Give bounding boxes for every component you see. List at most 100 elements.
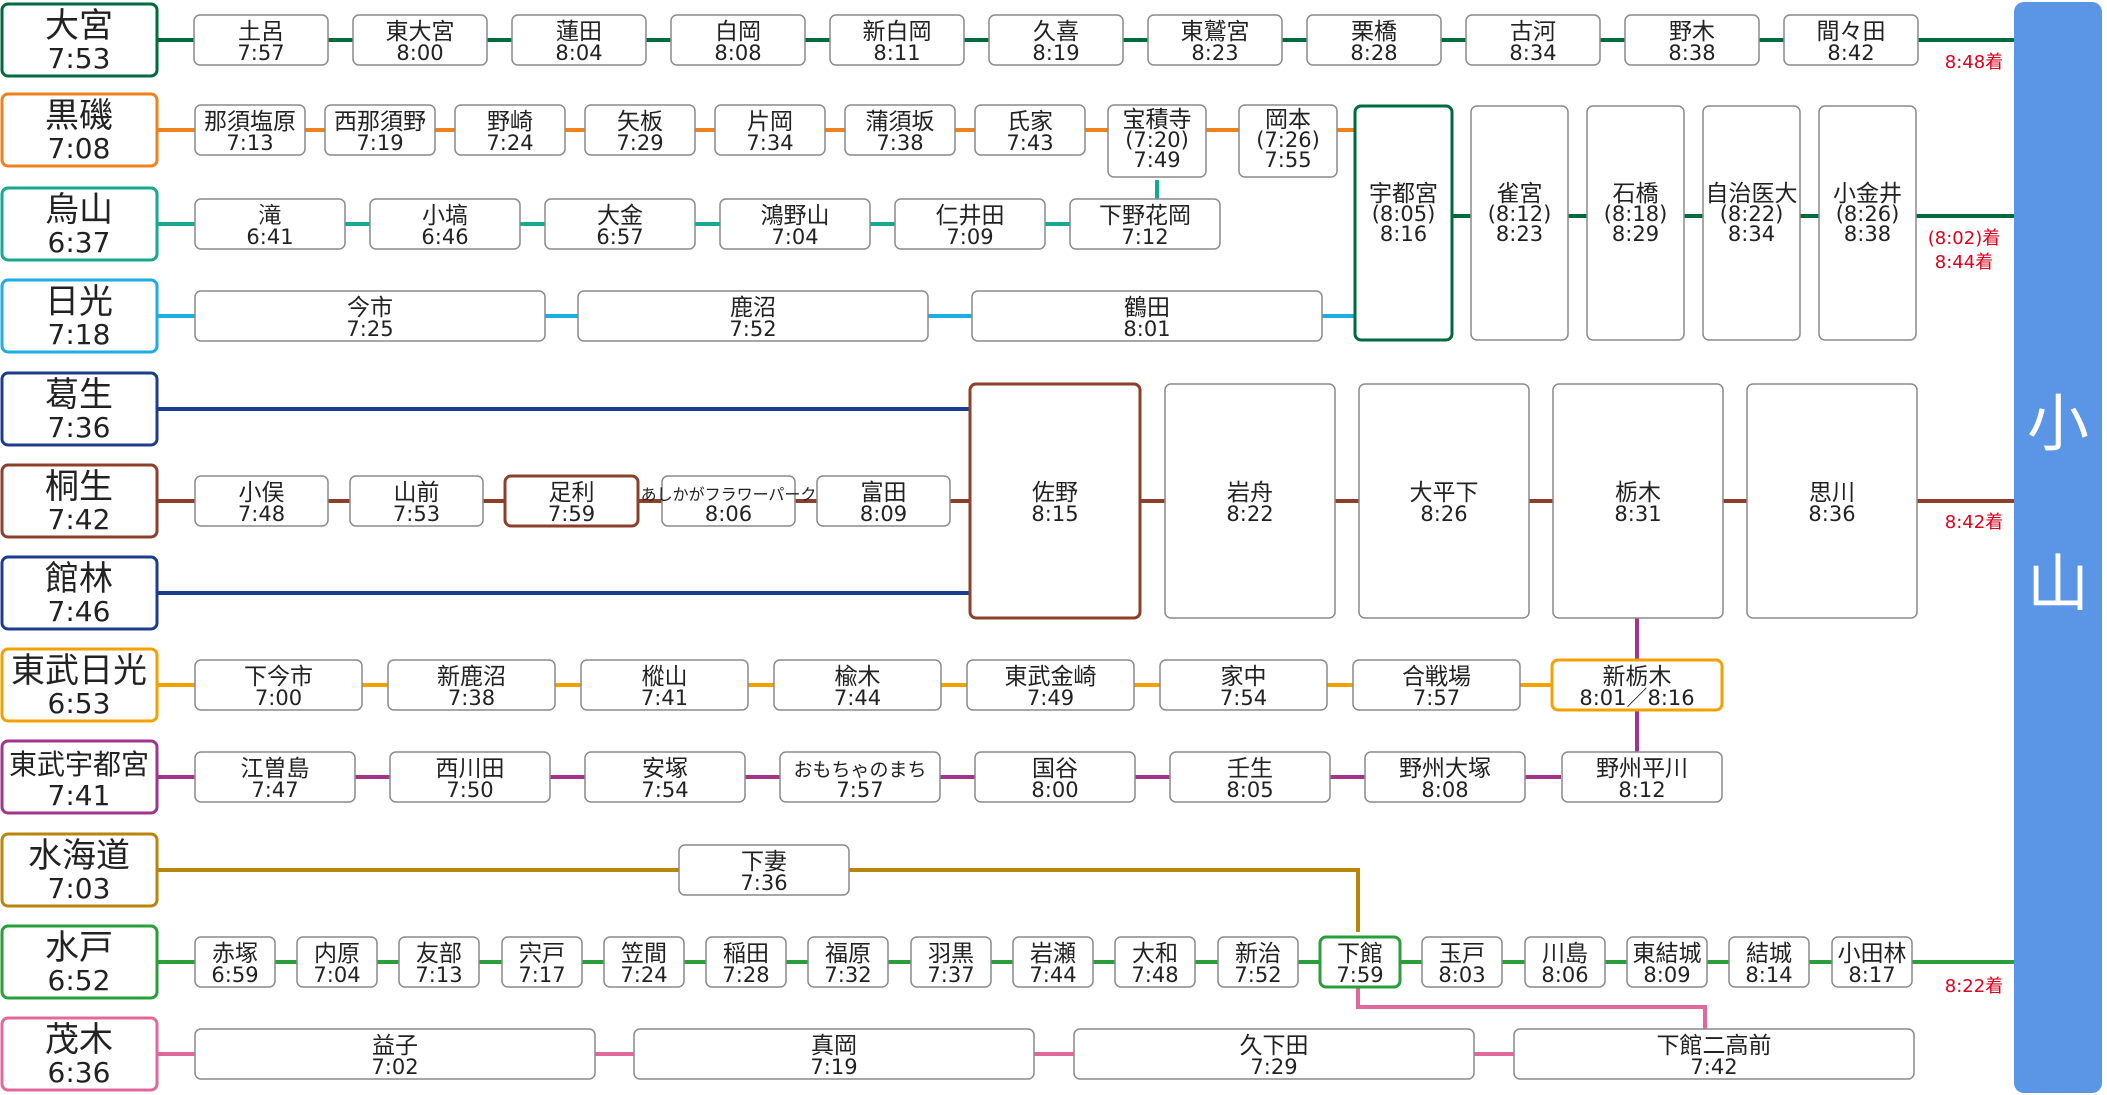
origin-departure-time: 7:41 (48, 779, 111, 812)
station-time: 8:29 (1612, 222, 1659, 246)
origin-box (0, 186, 159, 262)
station-time: 8:00 (396, 41, 443, 65)
station-alt-time: (8:05) (1372, 202, 1436, 226)
station-box (1069, 198, 1221, 250)
station-name: 野木 (1669, 19, 1715, 45)
station-name: 滝 (259, 203, 282, 229)
station-name: 壬生 (1227, 756, 1273, 782)
station-name: 富田 (861, 480, 907, 506)
station-box (1159, 659, 1328, 711)
station-time: 8:11 (873, 41, 920, 65)
station-name: 赤塚 (212, 941, 258, 967)
station-name: 白岡 (715, 19, 761, 45)
origin-station-name: 桐生 (45, 467, 113, 507)
station-time: 7:17 (518, 963, 565, 987)
station-box (1818, 105, 1917, 341)
station-box (194, 1028, 596, 1080)
origin-box (0, 278, 159, 354)
station-name: あしかがフラワーパーク (641, 485, 817, 504)
station-name: 玉戸 (1439, 941, 1485, 967)
station-name: 雀宮 (1497, 181, 1543, 207)
station-name: 友部 (416, 941, 462, 967)
station-box (1831, 936, 1913, 988)
station-time: 7:00 (255, 686, 302, 710)
station-time: 7:57 (836, 778, 883, 802)
station-time: 7:38 (876, 131, 923, 155)
station-name: 大金 (597, 203, 643, 229)
station-time: 8:08 (1421, 778, 1468, 802)
destination-bar (2014, 2, 2102, 1093)
origin-box (0, 924, 159, 1000)
station-name: 野崎 (487, 109, 533, 135)
station-time: 8:22 (1226, 502, 1273, 526)
station-name: 宍戸 (519, 941, 565, 967)
station-time: 7:04 (771, 225, 818, 249)
station-time: 7:48 (1131, 963, 1178, 987)
station-box (633, 1028, 1035, 1080)
station-time: 8:14 (1745, 963, 1792, 987)
station-name: 西川田 (436, 756, 505, 782)
origin-station-name: 日光 (45, 282, 113, 322)
station-name: 小金井 (1833, 181, 1902, 207)
station-time: 7:48 (238, 502, 285, 526)
station-time: 8:16 (1380, 222, 1427, 246)
station-box (1353, 104, 1454, 342)
station-box (1728, 936, 1810, 988)
station-box (352, 14, 488, 66)
station-time: 7:53 (393, 502, 440, 526)
arrival-time-label: 8:22着 (1945, 976, 2003, 997)
station-time: 8:36 (1808, 502, 1855, 526)
station-box (1318, 935, 1402, 989)
station-box (661, 475, 796, 527)
origin-box (0, 1016, 159, 1092)
station-name: 那須塩原 (204, 109, 296, 135)
station-time: 8:00 (1031, 778, 1078, 802)
line-moka-link (1356, 988, 1707, 1032)
station-box (714, 104, 826, 156)
station-name: 野州大塚 (1399, 756, 1491, 782)
station-name: 矢板 (617, 109, 663, 135)
station-box (584, 104, 696, 156)
station-box (1524, 936, 1606, 988)
origin-station-name: 水戸 (45, 928, 113, 968)
station-time: 8:23 (1191, 41, 1238, 65)
station-name: 小塙 (422, 203, 468, 229)
station-box (829, 14, 965, 66)
origin-departure-time: 6:36 (48, 1056, 111, 1089)
station-box (1561, 751, 1723, 803)
origin-departure-time: 6:52 (48, 964, 111, 997)
station-box (1217, 936, 1299, 988)
station-time: 8:03 (1438, 963, 1485, 987)
station-name: 思川 (1809, 480, 1855, 506)
station-name: 自治医大 (1706, 181, 1798, 207)
station-time: 7:52 (1234, 963, 1281, 987)
origin-station-name: 黒磯 (45, 96, 113, 136)
station-time: 8:09 (1643, 963, 1690, 987)
station-name: 栗橋 (1351, 19, 1397, 45)
origin-box (0, 647, 159, 723)
station-box (1624, 14, 1760, 66)
station-box (1783, 14, 1919, 66)
station-name: 氏家 (1007, 109, 1053, 135)
station-time: 7:13 (226, 131, 273, 155)
station-box (503, 474, 640, 528)
station-name: 間々田 (1817, 19, 1886, 45)
origin-box (0, 371, 159, 447)
line-joso (157, 868, 1360, 932)
station-box (580, 659, 749, 711)
station-box (705, 936, 787, 988)
station-box (398, 936, 480, 988)
station-name: 笠間 (621, 941, 667, 967)
station-box (349, 475, 484, 527)
station-box (194, 936, 276, 988)
station-name: 東武金崎 (1005, 664, 1097, 690)
station-box (844, 104, 956, 156)
station-box (1238, 104, 1338, 178)
station-name: 古河 (1510, 19, 1556, 45)
station-box (974, 104, 1086, 156)
arrival-time-label: (8:02)着 (1928, 228, 2000, 249)
station-name: 大和 (1132, 941, 1178, 967)
station-name: 益子 (372, 1033, 418, 1059)
station-box (988, 14, 1124, 66)
